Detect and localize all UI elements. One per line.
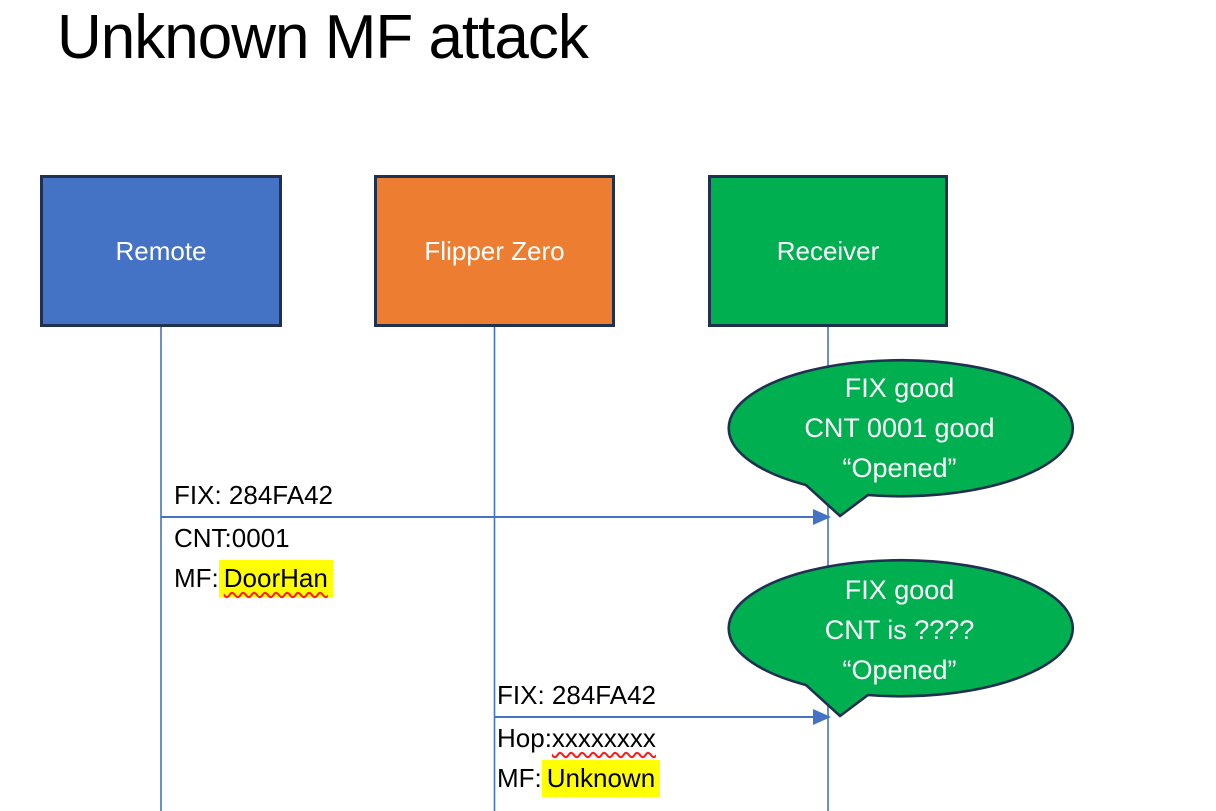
bubble-2-line-3: “Opened”: [842, 655, 957, 685]
message-2-mf-line: MF: Unknown: [497, 758, 661, 798]
message-1-details: CNT: 0001 MF: DoorHan: [174, 518, 333, 598]
bubble-2-line-2: CNT is ????: [824, 615, 975, 645]
message-1-cnt-prefix: CNT:: [174, 522, 232, 553]
arrow-flipper-to-receiver: [494, 709, 831, 725]
bubble-1-line-1: FIX good: [844, 373, 955, 403]
speech-bubble-2-shape: [727, 558, 1075, 718]
message-1-cnt-value: 0001: [231, 522, 290, 553]
message-2-hop-line: Hop: xxxxxxxx: [497, 718, 660, 758]
speech-bubble-1-shape: [727, 358, 1075, 518]
message-2-hop-value: xxxxxxxx: [551, 722, 656, 753]
bubble-2-line-1: FIX good: [844, 575, 955, 605]
message-2-mf-prefix: MF:: [497, 762, 542, 793]
message-2-details: Hop: xxxxxxxx MF: Unknown: [497, 718, 661, 798]
bubble-1-line-2: CNT 0001 good: [804, 413, 995, 443]
message-1-mf-line: MF: DoorHan: [174, 558, 333, 598]
speech-bubble-1-text: FIX good CNT 0001 good “Opened”: [727, 368, 1072, 488]
bubble-1-line-3: “Opened”: [842, 453, 957, 483]
message-1-mf-prefix: MF:: [174, 562, 219, 593]
slide-title: Unknown MF attack: [57, 3, 589, 72]
message-2-mf-value: Unknown: [541, 759, 661, 797]
arrow-1-head-icon: [813, 509, 831, 525]
actor-label-receiver: Receiver: [776, 235, 880, 266]
actor-label-flipper-zero: Flipper Zero: [424, 235, 565, 266]
message-2-hop-prefix: Hop:: [497, 722, 552, 753]
arrow-2-head-icon: [813, 709, 831, 725]
message-2-fix-line: FIX: 284FA42: [497, 679, 656, 710]
message-1-cnt-line: CNT: 0001: [174, 518, 333, 558]
actor-box-receiver: Receiver: [708, 175, 948, 327]
speech-bubble-2-text: FIX good CNT is ???? “Opened”: [727, 570, 1072, 690]
actor-label-remote: Remote: [115, 235, 207, 266]
arrow-remote-to-receiver: [161, 509, 831, 525]
message-1-fix-line: FIX: 284FA42: [174, 479, 333, 510]
actor-box-flipper-zero: Flipper Zero: [374, 175, 615, 327]
actor-box-remote: Remote: [40, 175, 282, 327]
message-1-mf-value: DoorHan: [218, 559, 333, 597]
